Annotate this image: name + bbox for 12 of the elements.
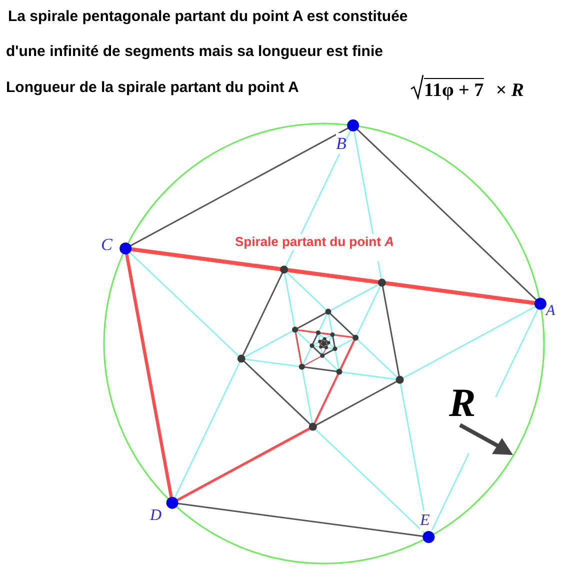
point-label: D xyxy=(150,506,162,526)
point-label: E xyxy=(420,511,430,531)
radius-label: R xyxy=(449,379,476,427)
point-label: B xyxy=(336,133,346,154)
point-label: A xyxy=(546,302,556,321)
point-label: C xyxy=(101,234,112,256)
spiral-label: Spirale partant du point A xyxy=(235,234,394,250)
formula-text: × R xyxy=(496,81,524,100)
title-text: d'une infinité de segments mais sa longueur est finie xyxy=(6,43,383,62)
formula-text: 11φ + 7 xyxy=(424,78,484,100)
length-text: Longueur de la spirale partant du point A xyxy=(6,79,299,98)
title-text: La spirale pentagonale partant du point A est constituée xyxy=(8,8,408,27)
